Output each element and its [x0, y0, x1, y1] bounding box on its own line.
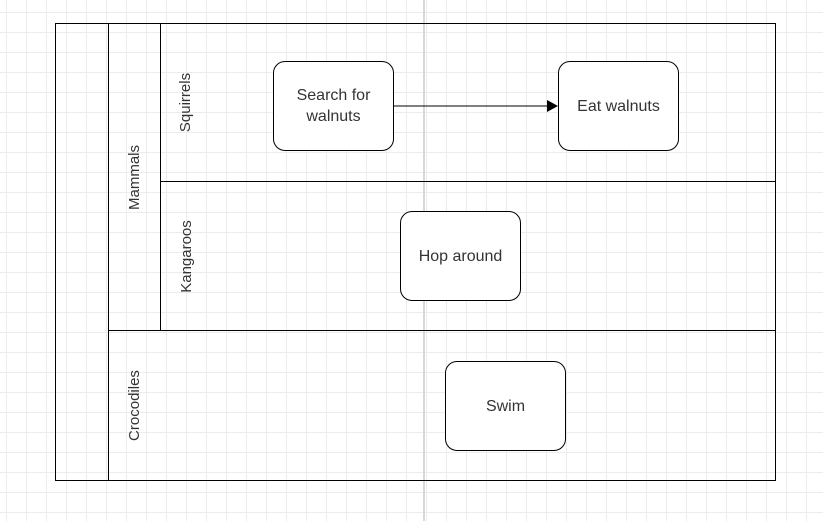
edge-arrowhead — [547, 100, 558, 112]
task-hop-around-label: Hop around — [418, 247, 503, 265]
task-eat-walnuts[interactable]: Eat walnuts — [558, 61, 679, 151]
task-swim[interactable]: Swim — [445, 361, 566, 451]
task-search-for-walnuts[interactable]: Search for walnuts — [273, 61, 394, 151]
squirrels-kangaroos-divider — [160, 181, 776, 182]
mammals-header-divider — [160, 23, 161, 331]
swimlane-pool[interactable] — [55, 23, 776, 481]
mammals-crocodiles-divider — [108, 330, 776, 331]
task-swim-label: Swim — [485, 397, 526, 415]
task-hop-around[interactable]: Hop around — [400, 211, 521, 301]
task-search-for-walnuts-label: Search for walnuts — [296, 87, 371, 125]
task-eat-walnuts-label: Eat walnuts — [577, 97, 660, 115]
pool-header-divider — [108, 23, 109, 481]
